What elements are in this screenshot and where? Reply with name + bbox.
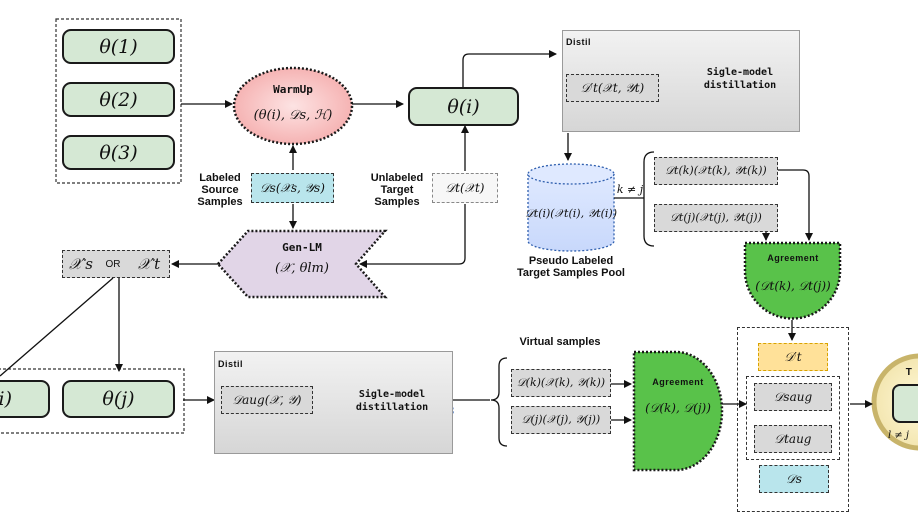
stack-dt-aug: 𝒟taug [754, 425, 832, 453]
virtual-j-data: 𝒟(j)(𝒳(j), 𝒴(j)) [511, 406, 611, 434]
virtual-samples-label: Virtual samples [519, 336, 601, 348]
genlm-args: (𝒳, θlm) [275, 260, 329, 276]
distil-top-data: 𝒟′t(𝒳t, 𝒴t) [566, 74, 659, 102]
distil-top-heading: Distil [566, 37, 592, 47]
stack-inner-box [746, 376, 840, 460]
stack-dt-prime: 𝒟′t [758, 343, 828, 371]
right-edge-top-text: T [905, 366, 913, 378]
or-label: OR [105, 258, 121, 270]
xs-or-xt-box [62, 250, 170, 278]
warmup-ellipse [232, 66, 354, 146]
agreement-bottom-args: (𝒟(k), 𝒟(j)) [645, 400, 711, 415]
model-theta-2: θ(2) [62, 82, 175, 117]
stack-outer-box [737, 327, 849, 512]
distil-bottom-heading: Distil [218, 359, 244, 369]
distil-top-cloud-text: Sigle-model distillation [703, 67, 777, 91]
virtual-k-data: 𝒟(k)(𝒳(k), 𝒴(k)) [511, 369, 611, 397]
model-theta-i: θ(i) [408, 87, 519, 126]
xt-prime: 𝒳′t [137, 255, 161, 273]
model-theta-3: θ(3) [62, 135, 175, 170]
agreement-top-shape [743, 241, 842, 320]
agreement-top-args: (𝒟t(k), 𝒟t(j)) [755, 278, 831, 293]
labeled-source-label: Labeled Source Samples [197, 172, 243, 208]
distil-bottom-data: 𝒟aug(𝒳, 𝒴) [221, 386, 313, 414]
warmup-args: (θ(i), 𝒟s, ℋ) [253, 107, 333, 123]
distil-bottom-cloud-text: Sigle-model distillation [355, 389, 429, 413]
pool-cylinder [527, 163, 615, 252]
genlm-title: Gen-LM [282, 240, 322, 254]
pseudo-k-data: 𝒟t(k)(𝒳t(k), 𝒴t(k)) [654, 157, 778, 185]
model-group-box-bottom [0, 368, 185, 434]
k-neq-j: k ≠ j [616, 182, 644, 196]
right-edge-bottom-text: l ≠ j [888, 429, 910, 441]
xs-prime: 𝒳′s [68, 255, 93, 273]
model-group-box [55, 18, 182, 184]
right-edge-model [892, 384, 918, 423]
stack-ds-aug: 𝒟saug [754, 383, 832, 411]
pool-data: 𝒟t(i)(𝒳t(i), 𝒴t(i)) [525, 207, 618, 220]
labeled-source-data: 𝒟s(𝒳s, 𝒴s) [251, 173, 334, 203]
agreement-top-title: Agreement [767, 253, 819, 263]
stack-ds: 𝒟s [759, 465, 829, 493]
model-theta-left: i) [0, 380, 50, 418]
warmup-title: WarmUp [273, 82, 313, 96]
genlm-shape [216, 229, 388, 299]
model-theta-j: θ(j) [62, 380, 175, 418]
agreement-bottom-title: Agreement [652, 377, 704, 387]
unlabeled-target-label: Unlabeled Target Samples [370, 172, 424, 208]
unlabeled-target-data: 𝒟t(𝒳t) [432, 173, 498, 203]
pseudo-j-data: 𝒟t(j)(𝒳t(j), 𝒴t(j)) [654, 204, 778, 232]
pool-label: Pseudo Labeled Target Samples Pool [517, 255, 625, 279]
model-theta-1: θ(1) [62, 29, 175, 64]
agreement-bottom-shape [632, 350, 724, 472]
